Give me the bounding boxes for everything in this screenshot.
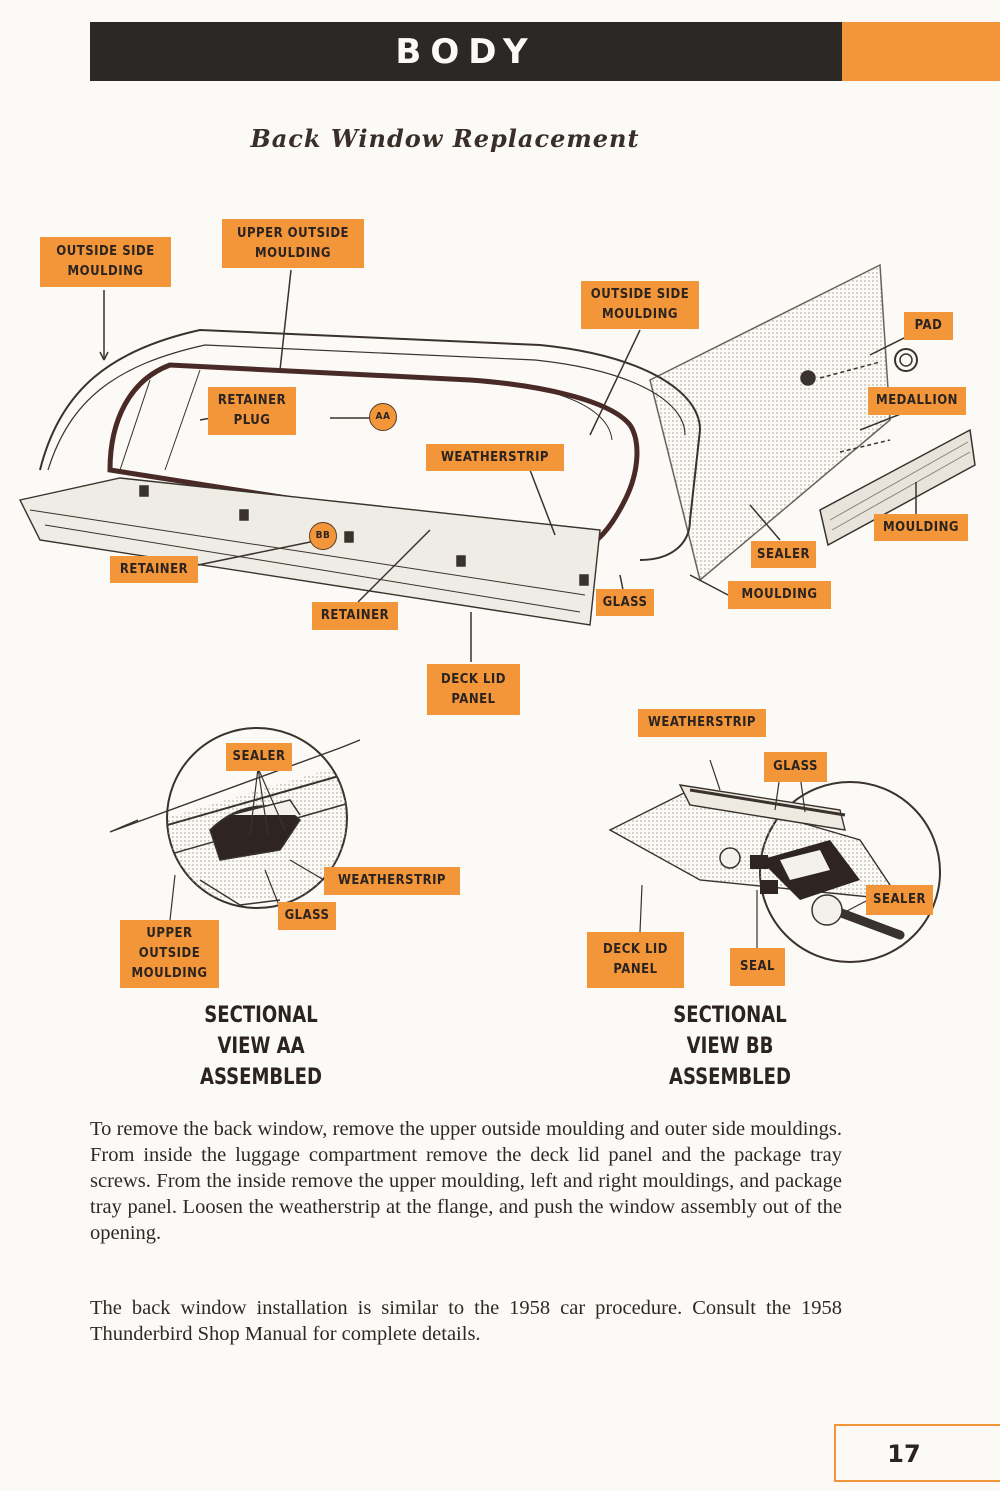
- header-bar: [90, 22, 842, 81]
- label-deck-lid-panel: DECK LID PANEL: [427, 664, 520, 715]
- label-retainer-bottom: RETAINER: [312, 602, 398, 630]
- page-header-title: BODY: [395, 32, 537, 72]
- marker-aa: AA: [369, 403, 397, 431]
- marker-bb: BB: [309, 522, 337, 550]
- label-sealer: SEALER: [751, 541, 816, 568]
- label-weatherstrip: WEATHERSTRIP: [426, 444, 564, 471]
- main-exploded-diagram: [18, 263, 976, 662]
- sectional-view-bb-illustration: [608, 759, 941, 963]
- label-outside-side-moulding-right: OUTSIDE SIDE MOULDING: [581, 281, 699, 329]
- caption-sectional-view-aa: SECTIONAL VIEW AA ASSEMBLED: [200, 1003, 322, 1090]
- label-medallion: MEDALLION: [868, 387, 966, 415]
- bb-label-deck-lid-panel: DECK LID PANEL: [587, 932, 684, 988]
- bb-label-glass: GLASS: [764, 752, 827, 782]
- paragraph-removal: To remove the back window, remove the up…: [90, 1118, 842, 1244]
- section-title: Back Window Replacement: [250, 124, 640, 153]
- aa-label-upper-outside-moulding: UPPER OUTSIDE MOULDING: [120, 920, 219, 988]
- paragraph-installation: The back window installation is similar …: [90, 1297, 842, 1345]
- bb-label-weatherstrip: WEATHERSTRIP: [638, 709, 766, 737]
- sectional-view-aa-illustration: [109, 727, 361, 921]
- label-moulding-right: MOULDING: [874, 514, 968, 541]
- label-retainer-left: RETAINER: [110, 556, 198, 583]
- caption-sectional-view-bb: SECTIONAL VIEW BB ASSEMBLED: [669, 1003, 791, 1090]
- label-moulding-bottom: MOULDING: [728, 581, 831, 609]
- label-outside-side-moulding-left: OUTSIDE SIDE MOULDING: [40, 237, 171, 287]
- aa-label-glass: GLASS: [278, 902, 336, 930]
- label-glass: GLASS: [596, 589, 654, 616]
- header-tab: [842, 22, 1000, 81]
- label-pad: PAD: [904, 312, 953, 340]
- label-retainer-plug: RETAINER PLUG: [208, 387, 296, 435]
- aa-label-weatherstrip: WEATHERSTRIP: [324, 867, 460, 895]
- bb-label-sealer: SEALER: [866, 885, 933, 915]
- bb-label-seal: SEAL: [730, 948, 785, 986]
- page-number: 17: [887, 1440, 921, 1468]
- page-number-box: [834, 1424, 1000, 1482]
- label-upper-outside-moulding: UPPER OUTSIDE MOULDING: [222, 219, 364, 268]
- aa-label-sealer: SEALER: [226, 743, 292, 771]
